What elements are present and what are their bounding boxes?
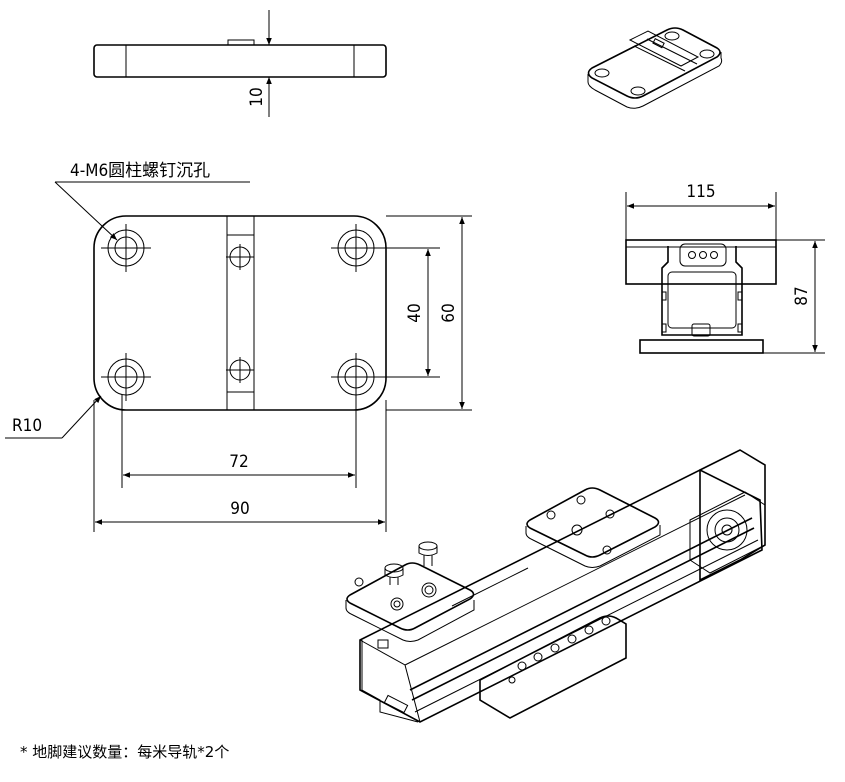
side-view: 10 <box>93 10 387 117</box>
hole-bottom-left <box>101 353 151 401</box>
end-view: 115 87 <box>625 182 825 354</box>
screw-left <box>384 563 404 585</box>
dim-10-label: 10 <box>247 87 267 106</box>
radius-label: R10 <box>12 416 42 436</box>
dim-87-label: 87 <box>792 286 812 305</box>
hole-top-left <box>101 224 151 272</box>
dim-115-label: 115 <box>686 182 715 202</box>
hole-bottom-right <box>331 353 381 401</box>
footnote: * 地脚建议数量：每米导轨*2个 <box>20 743 230 761</box>
dim-60-label: 60 <box>439 303 459 322</box>
dim-40-label: 40 <box>405 303 425 322</box>
hole-top-right <box>331 224 381 272</box>
iso-assembly <box>345 449 766 723</box>
dim-90-label: 90 <box>230 499 249 519</box>
dim-72-label: 72 <box>229 452 248 472</box>
center-screw-bottom <box>226 357 254 383</box>
top-view: 4-M6圆柱螺钉沉孔 R10 40 60 72 90 <box>5 161 472 532</box>
iso-plate <box>587 27 723 109</box>
center-screw-top <box>226 244 254 270</box>
hole-note-label: 4-M6圆柱螺钉沉孔 <box>70 161 210 181</box>
screw-right <box>418 541 438 566</box>
